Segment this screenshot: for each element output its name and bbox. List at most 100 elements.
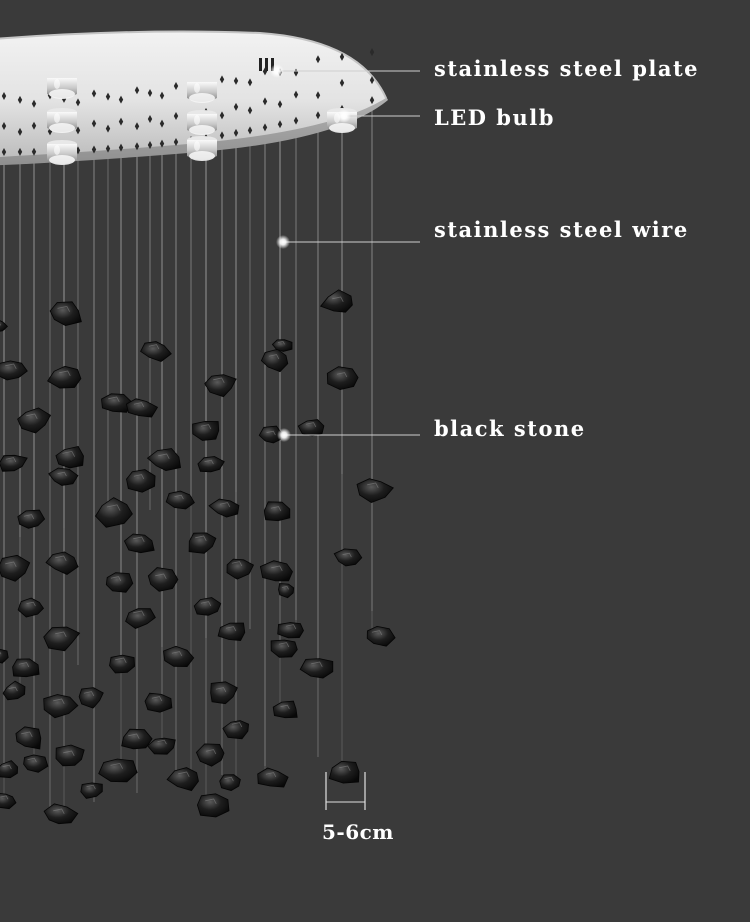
callout-plate: [270, 64, 420, 78]
black-stone-icon: [278, 583, 295, 599]
anchor-bead-icon: [247, 126, 253, 135]
black-stone-icon: [23, 754, 49, 773]
black-stone-icon: [226, 558, 255, 580]
black-stone-icon: [17, 509, 46, 529]
black-stone-icon: [326, 366, 359, 391]
led-bulb-icon: [187, 136, 217, 161]
black-stone-icon: [140, 341, 172, 362]
anchor-bead-icon: [17, 127, 23, 136]
black-stone-icon: [208, 498, 240, 518]
black-stone-icon: [43, 626, 81, 652]
anchor-bead-icon: [173, 137, 179, 146]
led-bulb-icon: [47, 108, 77, 133]
label-stainless-steel-plate: stainless steel plate: [434, 56, 700, 81]
black-stone-icon: [0, 554, 31, 582]
anchor-bead-icon: [147, 88, 153, 97]
black-stone-icon: [259, 560, 293, 582]
black-stone-icon: [43, 694, 79, 719]
anchor-bead-icon: [315, 111, 321, 120]
black-stone-icon: [333, 548, 363, 567]
anchor-bead-icon: [293, 116, 299, 125]
black-stone-icon: [163, 645, 195, 668]
led-bulb-icon: [47, 74, 77, 99]
anchor-bead-icon: [31, 99, 37, 108]
black-stone-icon: [166, 767, 199, 792]
anchor-bead-icon: [118, 117, 124, 126]
led-bulb-icon: [187, 110, 217, 135]
led-bulbs: [47, 74, 357, 165]
led-bulb-icon: [47, 140, 77, 165]
anchor-bead-icon: [233, 102, 239, 111]
black-stone-icon: [328, 760, 360, 784]
led-bulb-icon: [187, 78, 217, 103]
anchor-bead-icon: [134, 122, 140, 131]
black-stone-icon: [45, 551, 79, 575]
black-stone-icon: [257, 767, 289, 788]
callout-dot-icon: [276, 235, 290, 249]
black-stone-icon: [0, 320, 8, 332]
black-stone-icon: [125, 398, 159, 418]
black-stone-icon: [121, 728, 153, 750]
black-stone-icon: [126, 469, 156, 493]
black-stone-icon: [0, 648, 9, 664]
anchor-bead-icon: [262, 67, 268, 76]
anchor-bead-icon: [75, 126, 81, 135]
black-stone-icon: [17, 597, 45, 618]
anchor-bead-icon: [105, 92, 111, 101]
black-stones: [0, 289, 396, 825]
anchor-bead-icon: [134, 86, 140, 95]
anchor-bead-icon: [75, 98, 81, 107]
black-stone-icon: [147, 567, 179, 592]
callout-led: [337, 109, 420, 123]
anchor-bead-icon: [369, 76, 375, 85]
callout-wire: [276, 235, 420, 249]
anchor-bead-icon: [262, 97, 268, 106]
black-stone-icon: [277, 622, 304, 639]
anchor-bead-icon: [1, 91, 7, 100]
callout-dot-icon: [270, 64, 284, 78]
black-stone-icon: [271, 339, 293, 352]
black-stone-icon: [49, 301, 82, 327]
black-stone-icon: [48, 467, 79, 486]
label-led-bulb: LED bulb: [434, 105, 555, 130]
black-stone-icon: [78, 687, 104, 709]
label-stainless-steel-wire: stainless steel wire: [434, 217, 689, 242]
anchor-bead-icon: [91, 119, 97, 128]
black-stone-icon: [123, 533, 155, 554]
anchor-bead-icon: [17, 147, 23, 156]
black-stone-icon: [109, 654, 136, 674]
anchor-bead-icon: [233, 128, 239, 137]
black-stone-icon: [299, 658, 334, 679]
anchor-bead-icon: [17, 95, 23, 104]
label-black-stone: black stone: [434, 416, 586, 441]
black-stone-icon: [222, 720, 250, 740]
black-stone-icon: [366, 625, 396, 647]
black-stone-icon: [272, 700, 298, 719]
anchor-bead-icon: [233, 76, 239, 85]
black-stone-icon: [204, 374, 237, 398]
black-stone-icon: [80, 782, 103, 799]
black-stone-icon: [15, 726, 42, 750]
callout-stone: [277, 428, 420, 442]
anchor-bead-icon: [105, 124, 111, 133]
anchor-bead-icon: [339, 52, 345, 61]
black-stone-icon: [146, 737, 176, 755]
anchor-bead-icon: [1, 147, 7, 156]
anchor-bead-icon: [219, 131, 225, 140]
black-stone-icon: [260, 348, 289, 373]
black-stone-icon: [0, 760, 19, 779]
black-stone-icon: [125, 608, 156, 629]
anchor-bead-icon: [159, 91, 165, 100]
black-stone-icon: [356, 478, 394, 504]
anchor-bead-icon: [173, 111, 179, 120]
black-stone-icon: [197, 456, 225, 473]
black-stone-icon: [55, 445, 84, 469]
black-stone-icon: [263, 501, 291, 522]
black-stone-icon: [12, 658, 40, 678]
black-stone-icon: [165, 490, 195, 510]
black-stone-icon: [105, 572, 134, 593]
black-stone-icon: [193, 597, 222, 616]
anchor-bead-icon: [277, 120, 283, 129]
black-stone-icon: [188, 532, 217, 554]
anchor-bead-icon: [369, 48, 375, 57]
